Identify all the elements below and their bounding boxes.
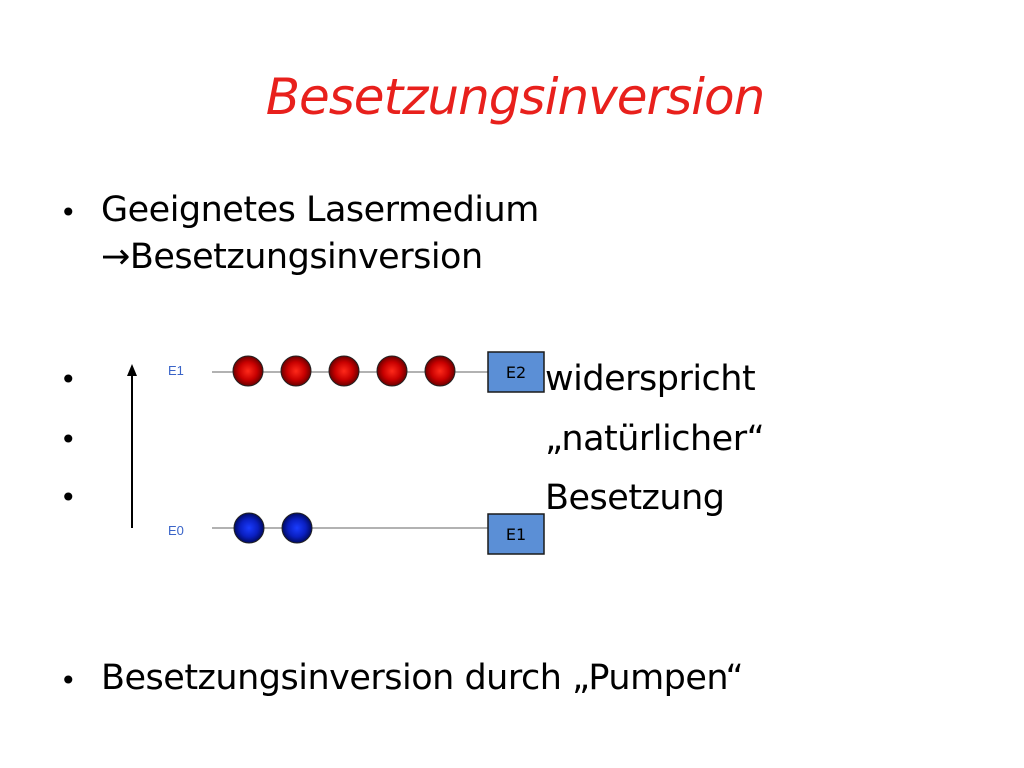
bullet-marker: • bbox=[60, 423, 77, 456]
bullet-5-text: Besetzungsinversion durch „Pumpen“ bbox=[101, 658, 744, 698]
upper-level-particle bbox=[424, 355, 456, 387]
lower-level-box bbox=[487, 513, 545, 555]
upper-level-particle bbox=[232, 355, 264, 387]
bullet-4-text: Besetzung bbox=[545, 478, 725, 518]
lower-level-label: E0 bbox=[168, 523, 184, 538]
upper-level-label: E1 bbox=[168, 363, 184, 378]
bullet-marker: • bbox=[60, 481, 77, 514]
bullet-3-text: „natürlicher“ bbox=[545, 419, 765, 459]
lower-level-particle bbox=[233, 512, 265, 544]
upper-level-particle bbox=[376, 355, 408, 387]
bullet-2-text: widerspricht bbox=[545, 359, 756, 399]
arrow-head-icon bbox=[127, 364, 137, 376]
lower-level-particle bbox=[281, 512, 313, 544]
upper-level-box bbox=[487, 351, 545, 393]
lower-level-box-label: E1 bbox=[506, 525, 526, 544]
lower-particles bbox=[233, 512, 313, 544]
slide-title: Besetzungsinversion bbox=[265, 68, 766, 126]
bullet-1-line-1: Geeignetes Lasermedium bbox=[101, 190, 539, 230]
bullet-marker: • bbox=[60, 363, 77, 396]
bullet-marker: • bbox=[60, 664, 77, 697]
bullet-1-line-2: →Besetzungsinversion bbox=[101, 237, 483, 277]
upper-level-box-label: E2 bbox=[506, 363, 526, 382]
bullet-marker: • bbox=[60, 196, 77, 229]
upper-particles bbox=[232, 355, 456, 387]
upper-level-particle bbox=[280, 355, 312, 387]
upper-level-particle bbox=[328, 355, 360, 387]
